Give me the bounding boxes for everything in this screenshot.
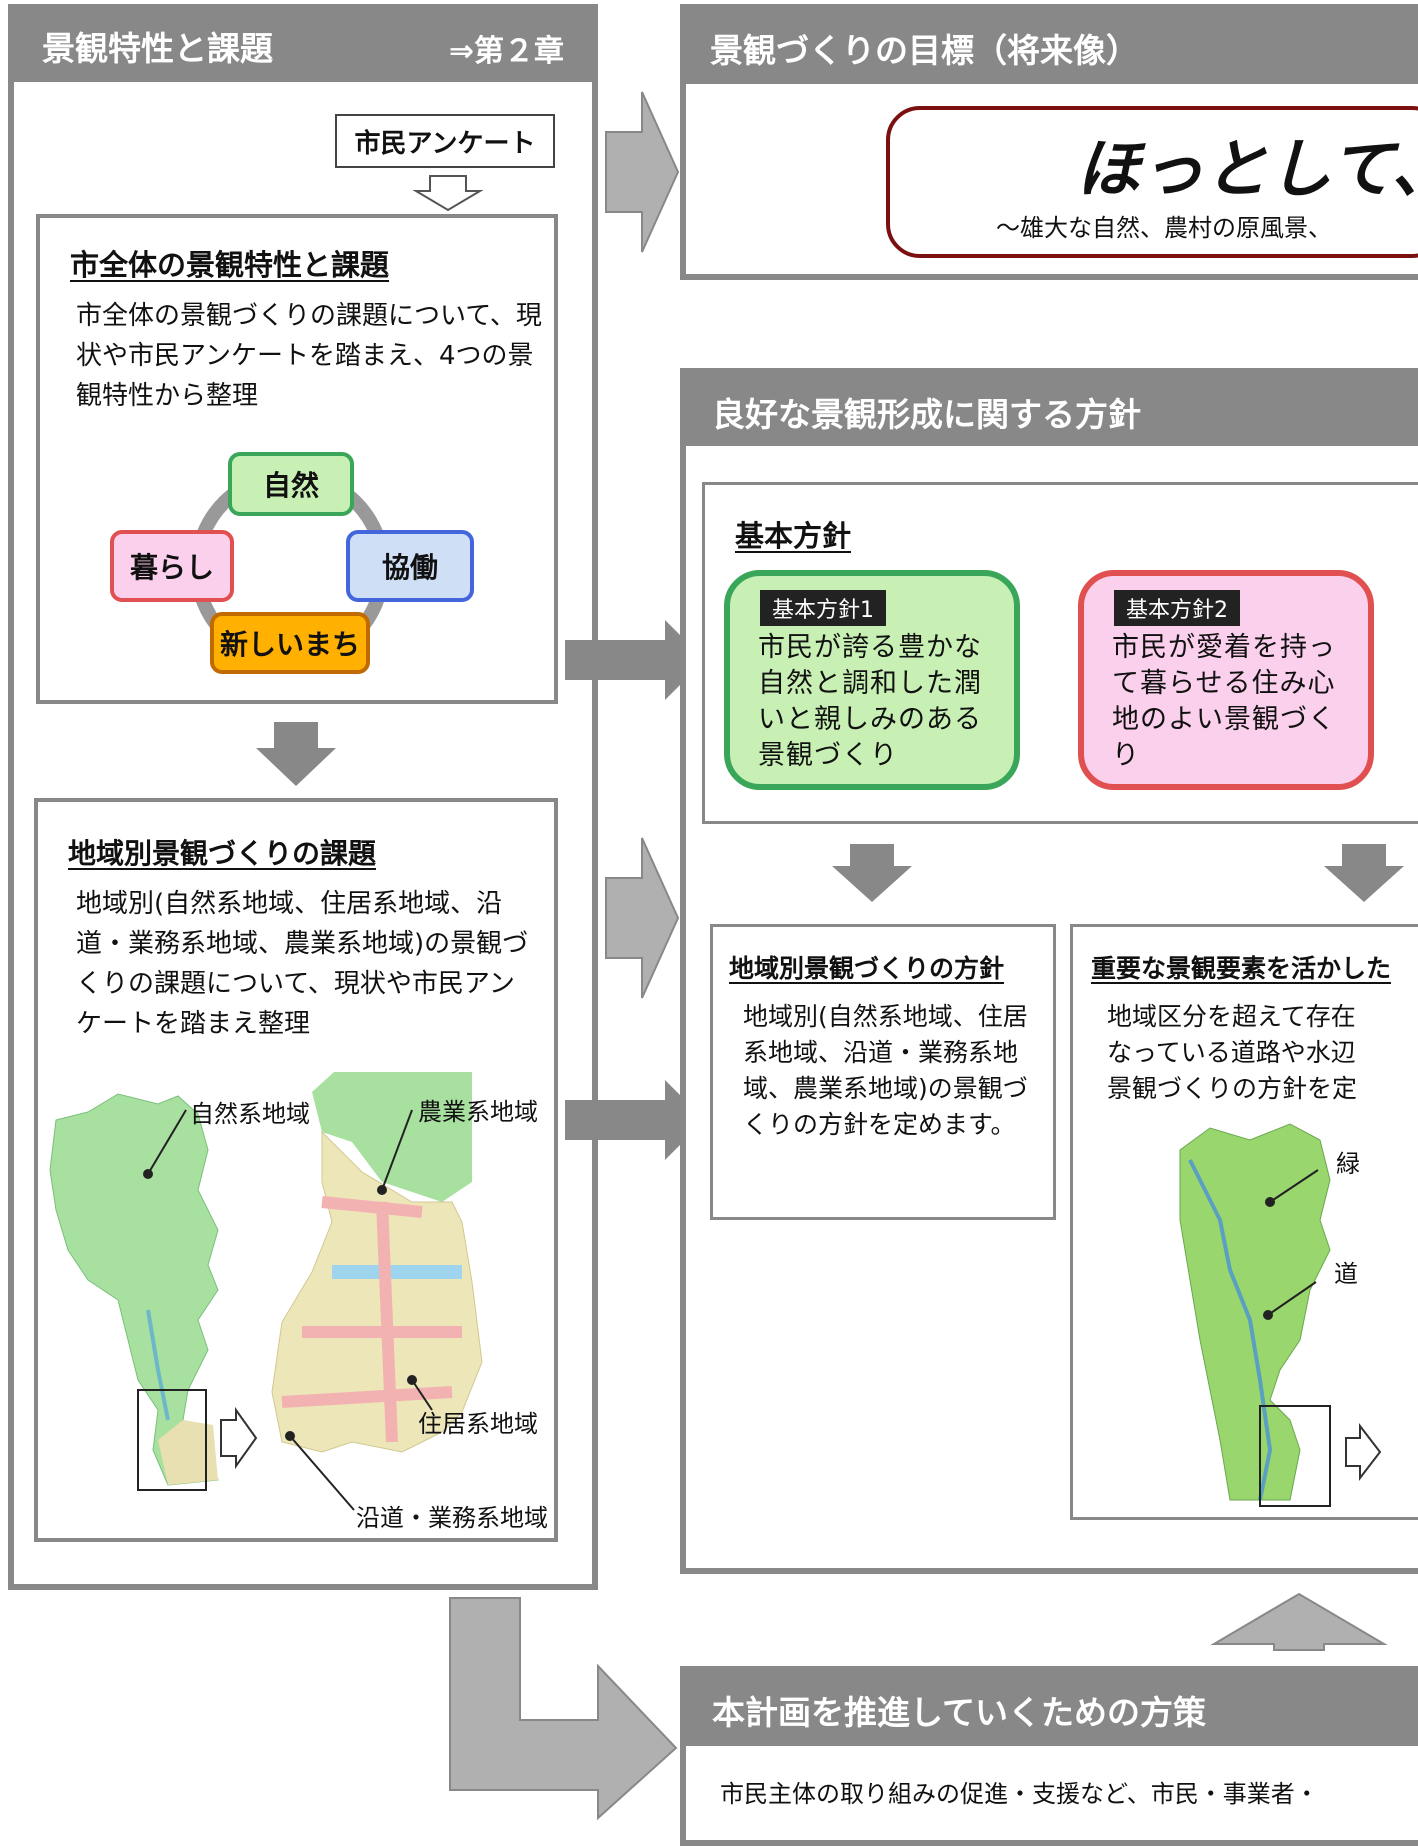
label-green: 緑 bbox=[1336, 1150, 1360, 1178]
node-cooperation: 協働 bbox=[346, 530, 474, 602]
policy-down-arrow-right-icon bbox=[1324, 844, 1404, 902]
slogan-box: ほっとして、 ～雄大な自然、農村の原風景、 bbox=[886, 106, 1418, 258]
landscape-characteristics-header: 景観特性と課題 ⇒第２章 bbox=[8, 4, 598, 82]
policy-title: 良好な景観形成に関する方針 bbox=[712, 395, 1141, 434]
node-nature: 自然 bbox=[228, 452, 354, 516]
right-arrow-to-regional-policy-icon bbox=[565, 1080, 705, 1160]
citizen-survey-box: 市民アンケート bbox=[335, 114, 555, 168]
chapter-ref: ⇒第２章 bbox=[448, 34, 564, 69]
label-farm-area: 農業系地域 bbox=[418, 1098, 538, 1126]
basic-policy-heading: 基本方針 bbox=[735, 519, 852, 553]
whole-city-heading: 市全体の景観特性と課題 bbox=[70, 248, 390, 282]
label-nature-area: 自然系地域 bbox=[190, 1100, 310, 1128]
regional-policy-heading: 地域別景観づくりの方針 bbox=[729, 954, 1005, 983]
slogan-subtitle: ～雄大な自然、農村の原風景、 bbox=[996, 214, 1332, 242]
node-living: 暮らし bbox=[110, 530, 234, 602]
measures-text: 市民主体の取り組みの促進・支援など、市民・事業者・ bbox=[720, 1780, 1319, 1808]
label-road: 道 bbox=[1334, 1260, 1358, 1288]
regional-issues-heading: 地域別景観づくりの課題 bbox=[68, 837, 377, 870]
regional-issues-text: 地域別(自然系地域、住居系地域、沿道・業務系地域、農業系地域)の景観づくりの課題… bbox=[76, 889, 529, 1039]
right-arrow-to-goal-icon bbox=[605, 91, 680, 253]
basic-policy-1-tag: 基本方針1 bbox=[760, 590, 886, 626]
goal-header: 景観づくりの目標（将来像） bbox=[680, 4, 1418, 84]
whole-city-box: 市全体の景観特性と課題 市全体の景観づくりの課題について、現状や市民アンケートを… bbox=[36, 214, 558, 704]
key-elements-map bbox=[1179, 1123, 1382, 1507]
regional-policy-text: 地域別(自然系地域、住居系地域、沿道・業務系地域、農業系地域)の景観づくりの方針… bbox=[743, 1002, 1028, 1139]
measures-header: 本計画を推進していくための方策 bbox=[680, 1666, 1418, 1746]
basic-policy-2-tag: 基本方針2 bbox=[1114, 590, 1240, 626]
basic-policy-2-text: 市民が愛着を持って暮らせる住み心地のよい景観づくり bbox=[1112, 632, 1336, 771]
citizen-survey-label: 市民アンケート bbox=[354, 128, 536, 159]
right-arrow-to-policy-icon bbox=[605, 837, 680, 999]
measures-title: 本計画を推進していくための方策 bbox=[712, 1693, 1207, 1732]
down-arrow-icon bbox=[256, 722, 336, 786]
policy-down-arrow-left-icon bbox=[832, 844, 912, 902]
policy-header: 良好な景観形成に関する方針 bbox=[680, 368, 1418, 446]
right-arrow-to-basic-policy-icon bbox=[565, 620, 705, 700]
goal-title: 景観づくりの目標（将来像） bbox=[710, 31, 1139, 70]
key-elements-text: 地域区分を超えて存在なっている道路や水辺景観づくりの方針を定 bbox=[1107, 1002, 1358, 1103]
basic-policy-2-card: 基本方針2 市民が愛着を持って暮らせる住み心地のよい景観づくり bbox=[1078, 570, 1374, 790]
survey-down-arrow-icon bbox=[412, 175, 484, 212]
basic-policy-1-text: 市民が誇る豊かな自然と調和した潤いと親しみのある景観づくり bbox=[758, 632, 982, 771]
elbow-arrow-to-measures-icon bbox=[449, 1597, 678, 1821]
key-elements-heading: 重要な景観要素を活かした bbox=[1091, 954, 1392, 983]
regional-policy-box: 地域別景観づくりの方針 地域別(自然系地域、住居系地域、沿道・業務系地域、農業系… bbox=[710, 924, 1056, 1220]
label-residential-area: 住居系地域 bbox=[418, 1410, 538, 1438]
up-arrow-icon bbox=[1210, 1592, 1388, 1651]
panel-title: 景観特性と課題 bbox=[42, 29, 273, 68]
basic-policy-1-card: 基本方針1 市民が誇る豊かな自然と調和した潤いと親しみのある景観づくり bbox=[724, 570, 1020, 790]
slogan-text: ほっとして、 bbox=[1076, 133, 1418, 207]
label-roadside-area: 沿道・業務系地域 bbox=[356, 1504, 548, 1532]
urban-area-map bbox=[271, 1072, 483, 1511]
whole-city-text: 市全体の景観づくりの課題について、現状や市民アンケートを踏まえ、4つの景観特性か… bbox=[76, 301, 542, 411]
node-new-town: 新しいまち bbox=[210, 612, 370, 674]
city-overview-map bbox=[49, 1093, 258, 1491]
